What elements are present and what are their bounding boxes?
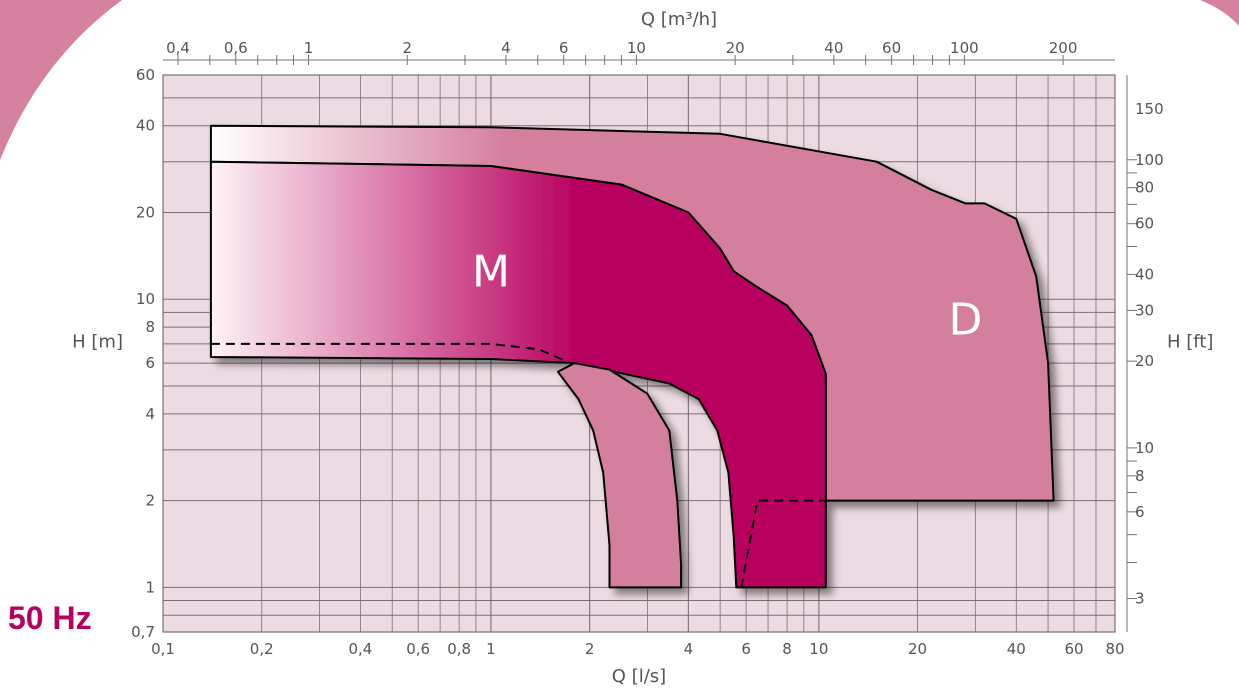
x-axis-title-top: Q [m³/h] [641,9,717,30]
y-axis-title-left: H [m] [72,331,123,352]
x-tick-label-bottom: 2 [585,640,595,658]
x-tick-label-bottom: 10 [809,640,828,658]
x-tick-label-bottom: 20 [908,640,927,658]
x-tick-label-top: 6 [559,39,569,57]
regions-group [209,124,1055,589]
y-tick-label-right: 10 [1135,439,1154,457]
x-axis-title-bottom: Q [l/s] [612,666,666,687]
x-tick-label-bottom: 1 [486,640,496,658]
x-tick-label-bottom: 4 [684,640,694,658]
y-tick-label-right: 30 [1135,301,1154,319]
y-tick-label-left: 2 [145,492,155,510]
region-label-M: M [472,246,510,297]
y-tick-label-left: 40 [136,117,155,135]
x-tick-label-bottom: 40 [1007,640,1026,658]
x-tick-label-bottom: 80 [1105,640,1124,658]
x-tick-label-top: 2 [402,39,412,57]
y-tick-label-right: 6 [1135,503,1145,521]
x-tick-label-top: 1 [304,39,314,57]
y-axis-title-right: H [ft] [1167,331,1213,352]
y-tick-label-right: 20 [1135,352,1154,370]
x-tick-label-bottom: 6 [741,640,751,658]
y-tick-label-left: 4 [145,405,155,423]
y-tick-label-left: 10 [136,290,155,308]
y-tick-label-left: 6 [145,354,155,372]
y-tick-label-right: 3 [1135,590,1145,608]
x-tick-label-bottom: 8 [782,640,792,658]
y-tick-label-right: 150 [1135,100,1164,118]
y-tick-label-left: 60 [136,66,155,84]
plot-frame [162,74,1116,633]
x-tick-label-top: 4 [501,39,511,57]
x-tick-label-bottom: 0,2 [250,640,274,658]
plot-area: D M 0,1 0,2 0,4 0,6 0,8 1 2 4 6 8 10 20 40 60 80 0,4 0,6 1 2… [72,9,1213,687]
corner-decoration-right [1200,0,1239,26]
x-tick-label-top: 100 [950,39,979,57]
x-tick-label-top: 20 [726,39,745,57]
region-overlap [556,362,683,589]
x-tick-label-top: 200 [1049,39,1078,57]
y-tick-label-right: 100 [1135,151,1164,169]
y-tick-label-right: 8 [1135,467,1145,485]
corner-decoration-left [0,0,122,160]
y-tick-label-right: 40 [1135,265,1154,283]
x-tick-label-top: 10 [627,39,646,57]
x-tick-label-top: 0,6 [224,39,248,57]
y-tick-label-left: 20 [136,203,155,221]
region-label-D: D [949,295,983,346]
y-tick-label-right: 60 [1135,215,1154,233]
x-tick-label-bottom: 60 [1064,640,1083,658]
x-tick-label-bottom: 0,4 [349,640,373,658]
x-tick-label-bottom: 0,1 [151,640,175,658]
dashed-limit-line [210,342,571,365]
y-tick-label-left: 8 [145,318,155,336]
y-tick-label-right: 80 [1135,179,1154,197]
y-tick-label-left: 1 [145,578,155,596]
x-tick-label-top: 60 [882,39,901,57]
x-tick-label-top: 40 [824,39,843,57]
y-tick-label-left: 0,7 [131,623,155,641]
frequency-label: 50 Hz [8,600,92,636]
x-tick-label-top: 0,4 [166,39,190,57]
x-tick-label-bottom: 0,8 [447,640,471,658]
x-tick-label-bottom: 0,6 [406,640,430,658]
